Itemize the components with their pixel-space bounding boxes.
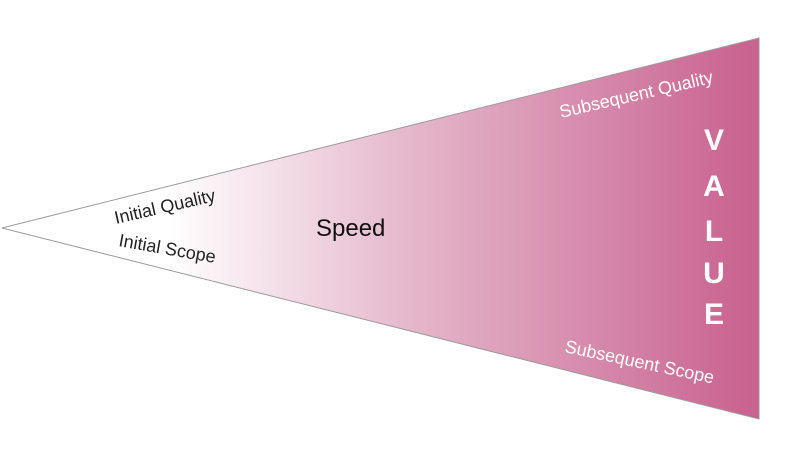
value-label: V A L U E <box>703 124 725 331</box>
value-letter: L <box>705 215 723 248</box>
speed-label: Speed <box>316 215 385 242</box>
value-letter: U <box>703 257 725 290</box>
value-letter: E <box>704 298 724 331</box>
wedge-shape <box>1 37 760 420</box>
value-letter: A <box>703 170 725 203</box>
value-letter: V <box>704 124 724 157</box>
